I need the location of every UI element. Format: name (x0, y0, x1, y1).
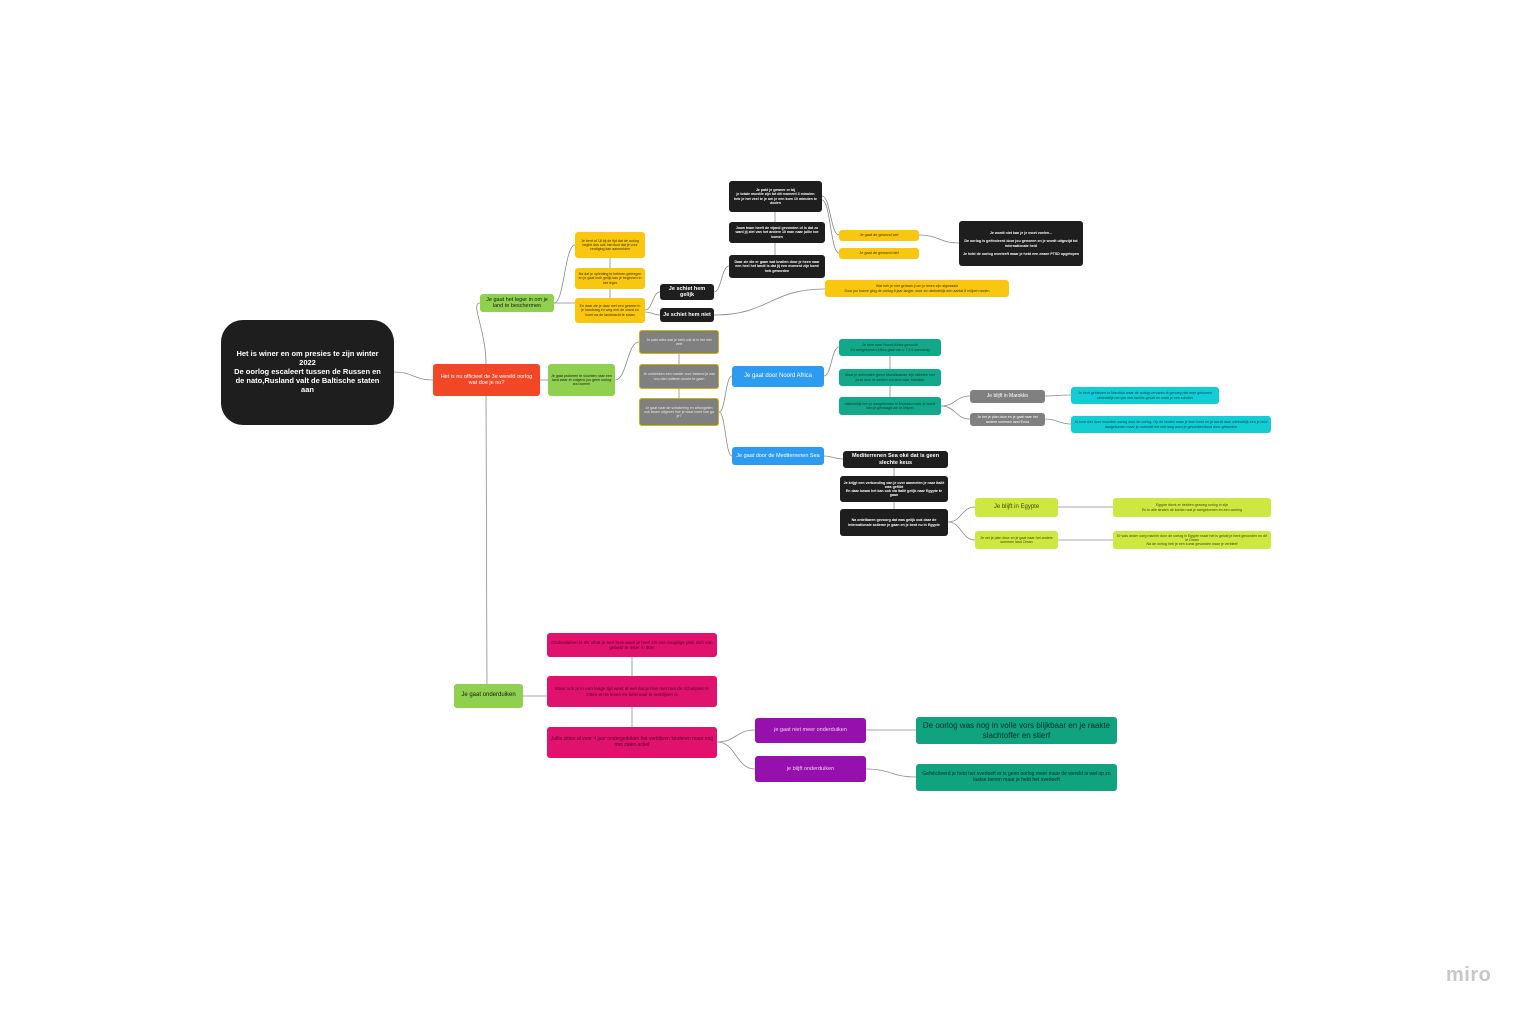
connector-line (718, 411, 733, 457)
wounded-no-node[interactable]: Je gaat de gewond niet (839, 248, 919, 259)
hide-node[interactable]: Je gaat onderduiken (454, 684, 523, 708)
egypt-outcome-2[interactable]: Er was ander oorg machin door de oorlog … (1113, 531, 1271, 549)
hide-step-3[interactable]: Jullie zitten al voor 4 jaar ondergedoke… (547, 727, 717, 758)
mediterranean-step-1[interactable]: Je krijgt een verbonding van je over aan… (840, 476, 948, 502)
leave-egypt-node[interactable]: Je zet je plan door en je gaat naar het … (975, 531, 1058, 549)
keep-hiding-outcome[interactable]: Gefeliciteerd je hebt het overleeft er i… (916, 764, 1117, 791)
combat-node-3[interactable]: Daar zie die er gaan wat knallen door je… (729, 255, 825, 278)
connector-line (718, 375, 733, 413)
egypt-outcome-1[interactable]: Egypte blevk er hebben genoeg oorlog in … (1113, 498, 1271, 517)
stop-hiding-outcome[interactable]: De oorlog was nog in volle vors blijkbaa… (916, 717, 1117, 744)
connector-line (940, 405, 971, 420)
shoot-immediately-node[interactable]: Je schiet hem gelijk (660, 284, 714, 300)
north-africa-step-2[interactable]: Maar je ontvonden grens Marokkaanse zijn… (839, 369, 941, 386)
dont-shoot-node[interactable]: Je schiet hem niet (660, 308, 714, 322)
connector-line (865, 768, 917, 778)
flee-node[interactable]: Je gaat proberen te vluchten naar een la… (548, 364, 615, 396)
connector-line (614, 341, 640, 381)
connector-line (947, 506, 976, 523)
connector-line (821, 195, 840, 236)
stay-morocco-node[interactable]: Je blijft in Marokko (970, 390, 1045, 403)
mediterranean-step-2[interactable]: Na ontelbaren gevoorg dat was gelijk ook… (840, 509, 948, 536)
morocco-outcome-2[interactable]: Je bent niet door moorden oorlog door de… (1071, 416, 1271, 433)
flee-step-3[interactable]: Je gaat naar de schakering en afhangelen… (639, 398, 719, 426)
stop-hiding-node[interactable]: je gaat niet meer onderduiken (755, 718, 866, 743)
connector-line (644, 311, 661, 316)
connector-line (644, 291, 661, 311)
connector-line (716, 729, 756, 743)
connector-line (713, 265, 730, 293)
connector-line (1044, 394, 1072, 397)
hide-step-1[interactable]: Onderduiken is als what je een huis waar… (547, 633, 717, 657)
connector-line (1044, 418, 1072, 425)
connector-line (918, 234, 960, 244)
mediterranean-node[interactable]: Je gaat door de Mediterrenen Sea (732, 447, 824, 465)
connector-line (553, 244, 576, 304)
connector-line (454, 395, 488, 691)
war-outcome-node[interactable]: Je wordt niet kan je je moet voelen... D… (959, 221, 1083, 266)
connector-line (716, 741, 756, 770)
north-africa-node[interactable]: Je gaat door Noord Africa (732, 366, 824, 387)
root-node[interactable]: Het is winer en om presies te zijn winte… (221, 320, 394, 425)
hide-step-2[interactable]: Maar ook je in een lange tijd weet al we… (547, 676, 717, 707)
long-war-outcome-node[interactable]: Wat heb je niet gedaan ji om je leven zi… (825, 280, 1009, 297)
wounded-yes-node[interactable]: Je gaat de gewond wel (839, 230, 919, 241)
stay-egypt-node[interactable]: Je blijft in Egypte (975, 498, 1058, 517)
miro-logo: miro (1446, 964, 1492, 986)
combat-node-1[interactable]: Je pakt je geweer er bij je totale munit… (729, 181, 822, 212)
connector-line (823, 455, 844, 460)
mediterranean-choice-node[interactable]: Mediterrenen Sea oké dat is geen slechte… (843, 451, 948, 468)
north-africa-step-3[interactable]: uiteindelijk ben je aangekomen in Marokk… (839, 397, 941, 415)
connector-line (821, 199, 840, 254)
connector-line (393, 371, 434, 381)
army-step-3[interactable]: En daar zie je daar met een geweer in je… (575, 298, 645, 323)
question-node[interactable]: Het is nu officieel de 3e wereld oorlog … (433, 364, 540, 396)
connector-line (940, 395, 971, 407)
north-africa-step-1[interactable]: Je bent naar Noord-Africa gevlucht En aa… (839, 339, 941, 356)
flee-step-1[interactable]: Je pakt alles wat je hebt ook al is het … (639, 330, 719, 354)
connector-line (476, 302, 487, 365)
combat-node-2[interactable]: Jouw team heeft de vijand gevonden of is… (729, 222, 825, 243)
flee-step-2[interactable]: Je ontdekken een manier voor bekend je w… (639, 364, 719, 389)
connector-line (823, 346, 840, 377)
leave-morocco-node[interactable]: Je het je plan door en je gaat naar het … (970, 413, 1045, 426)
army-step-1[interactable]: Je bent al 18 bij de tijd dat de oorlog … (575, 232, 645, 258)
keep-hiding-node[interactable]: je blijft onderduiken (755, 756, 866, 782)
army-step-2[interactable]: Na dat je opleiding te hebben gekregen e… (575, 268, 645, 289)
connector-line (713, 288, 826, 316)
morocco-outcome-1[interactable]: Je bent geblevem in Marokko waar de oorl… (1071, 387, 1219, 404)
army-node[interactable]: Je gaat het leger in om je land te besch… (480, 294, 554, 312)
connector-line (947, 521, 976, 541)
